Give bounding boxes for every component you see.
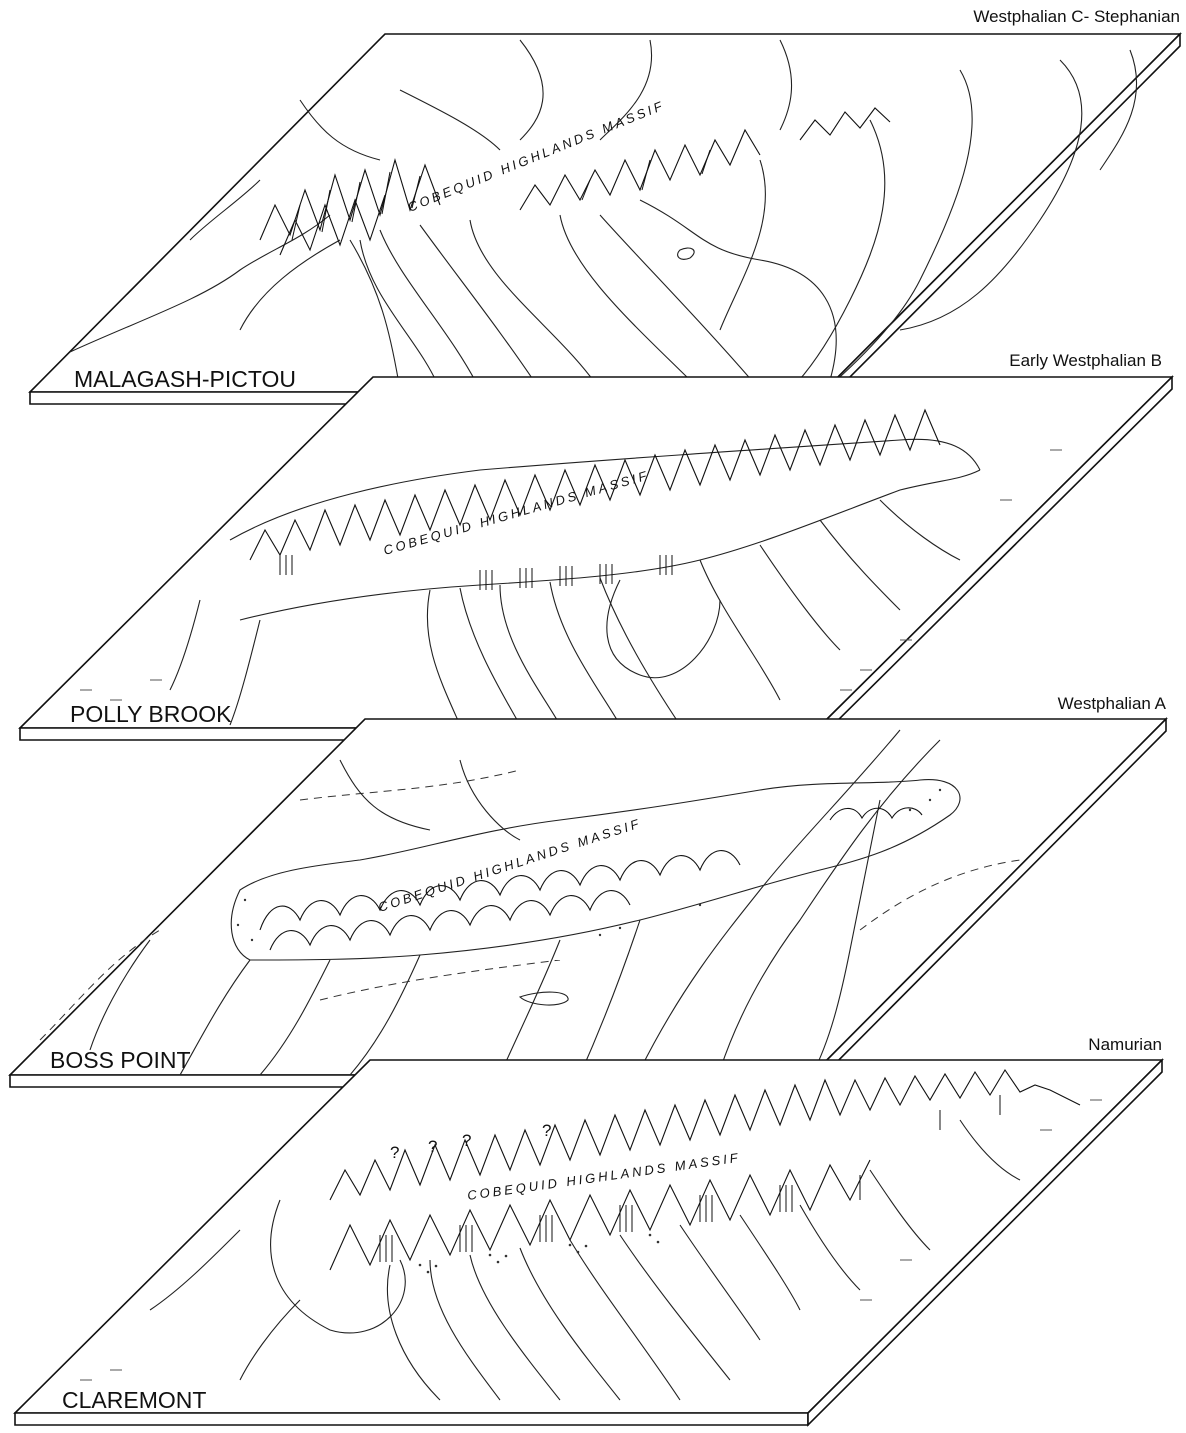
plate-malagash-pictou: COBEQUID HIGHLANDS MASSIF MALAGASH-PICTO… — [30, 7, 1180, 404]
plate-name: MALAGASH-PICTOU — [74, 366, 296, 392]
period-label: Westphalian C- Stephanian — [973, 7, 1180, 26]
plate-boss-point: COBEQUID HIGHLANDS MASSIF BOSS POINT Wes… — [10, 694, 1167, 1087]
plate-name: POLLY BROOK — [70, 701, 232, 727]
plate-front-edge — [15, 1413, 808, 1425]
plate-name: CLAREMONT — [62, 1387, 206, 1413]
uncertain-marker: ? — [542, 1121, 551, 1140]
uncertain-marker: ? — [428, 1137, 437, 1156]
uncertain-marker: ? — [462, 1131, 471, 1150]
period-label: Westphalian A — [1058, 694, 1167, 713]
period-label: Namurian — [1088, 1035, 1162, 1054]
period-label: Early Westphalian B — [1009, 351, 1162, 370]
plate-name: BOSS POINT — [50, 1047, 191, 1073]
plate-claremont: ? ? ? ? COBEQUID HIGHLANDS MASSIF CLAREM… — [15, 1035, 1162, 1425]
plate-polly-brook: COBEQUID HIGHLANDS MASSIF POLLY BROOK Ea… — [20, 351, 1172, 740]
uncertain-marker: ? — [390, 1143, 399, 1162]
